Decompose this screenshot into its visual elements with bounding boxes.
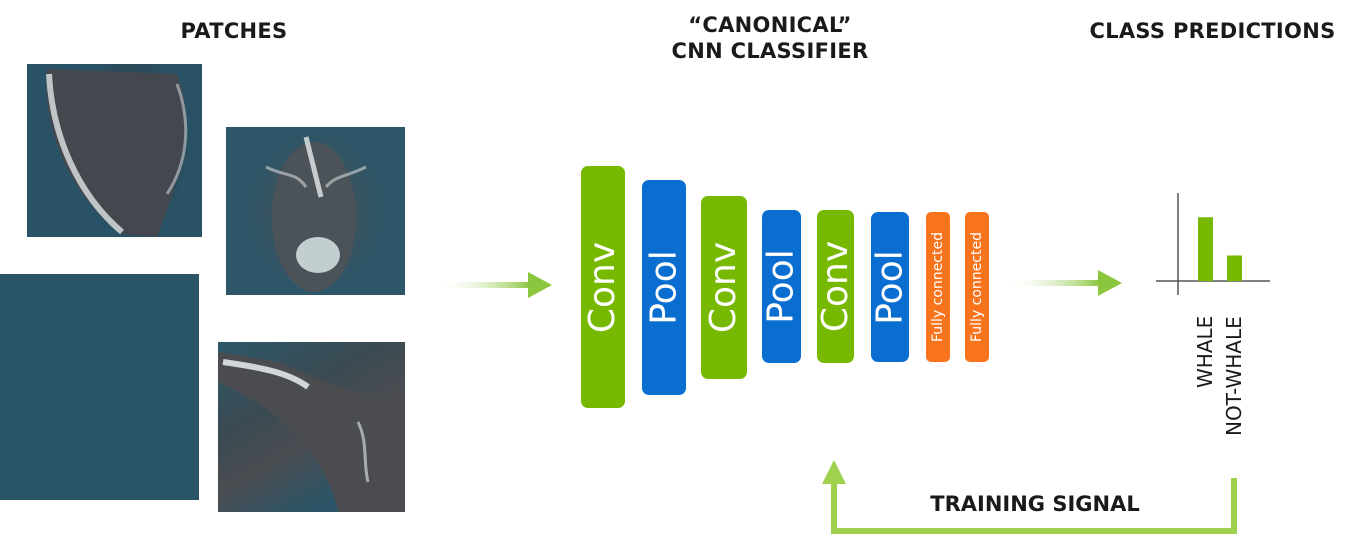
layer-fc-2: Fully connected: [965, 212, 989, 362]
input-arrow: [435, 272, 552, 298]
prediction-bar-whale: [1198, 217, 1213, 281]
layer-pool-3-label: Pool: [869, 249, 911, 325]
patch-whale-tail-image: [218, 352, 405, 512]
layer-conv-3: Conv: [815, 210, 857, 363]
training-signal-arrow: [822, 460, 1237, 534]
cnn-title-line2: CNN CLASSIFIER: [671, 39, 869, 63]
output-arrow: [1005, 270, 1122, 296]
bar-label-whale: WHALE: [1193, 315, 1217, 388]
training-signal-label: TRAINING SIGNAL: [930, 492, 1140, 516]
patches-title: PATCHES: [180, 19, 288, 43]
cnn-title: “CANONICAL” CNN CLASSIFIER: [620, 12, 920, 64]
layer-pool-2-label: Pool: [761, 249, 803, 324]
patch-whale-back: [27, 64, 202, 237]
layer-pool-2: Pool: [761, 210, 803, 363]
patch-whale-tail: [218, 342, 405, 512]
layer-fc-2-label: Fully connected: [969, 232, 986, 342]
cnn-title-line1: “CANONICAL”: [688, 13, 852, 37]
layer-conv-3-label: Conv: [815, 240, 857, 333]
layer-fc-1: Fully connected: [926, 212, 950, 362]
patch-whale-back-image: [46, 69, 188, 237]
layer-pool-3: Pool: [869, 212, 911, 362]
prediction-bars: [1198, 217, 1242, 281]
bar-label-not-whale: NOT-WHALE: [1222, 316, 1246, 436]
prediction-bar-not-whale: [1227, 255, 1242, 281]
layer-fc-1-label: Fully connected: [930, 232, 947, 342]
patch-whale-top-image: [265, 136, 367, 292]
layer-pool-1-label: Pool: [643, 250, 685, 325]
patch-ocean: [0, 274, 199, 500]
layer-pool-1: Pool: [642, 180, 686, 395]
layer-conv-2: Conv: [701, 196, 747, 379]
patch-whale-top: [226, 127, 405, 295]
class-predictions-title: CLASS PREDICTIONS: [1089, 19, 1336, 43]
layer-conv-1: Conv: [581, 166, 625, 408]
layer-conv-1-label: Conv: [582, 241, 624, 333]
layer-conv-2-label: Conv: [703, 241, 745, 334]
